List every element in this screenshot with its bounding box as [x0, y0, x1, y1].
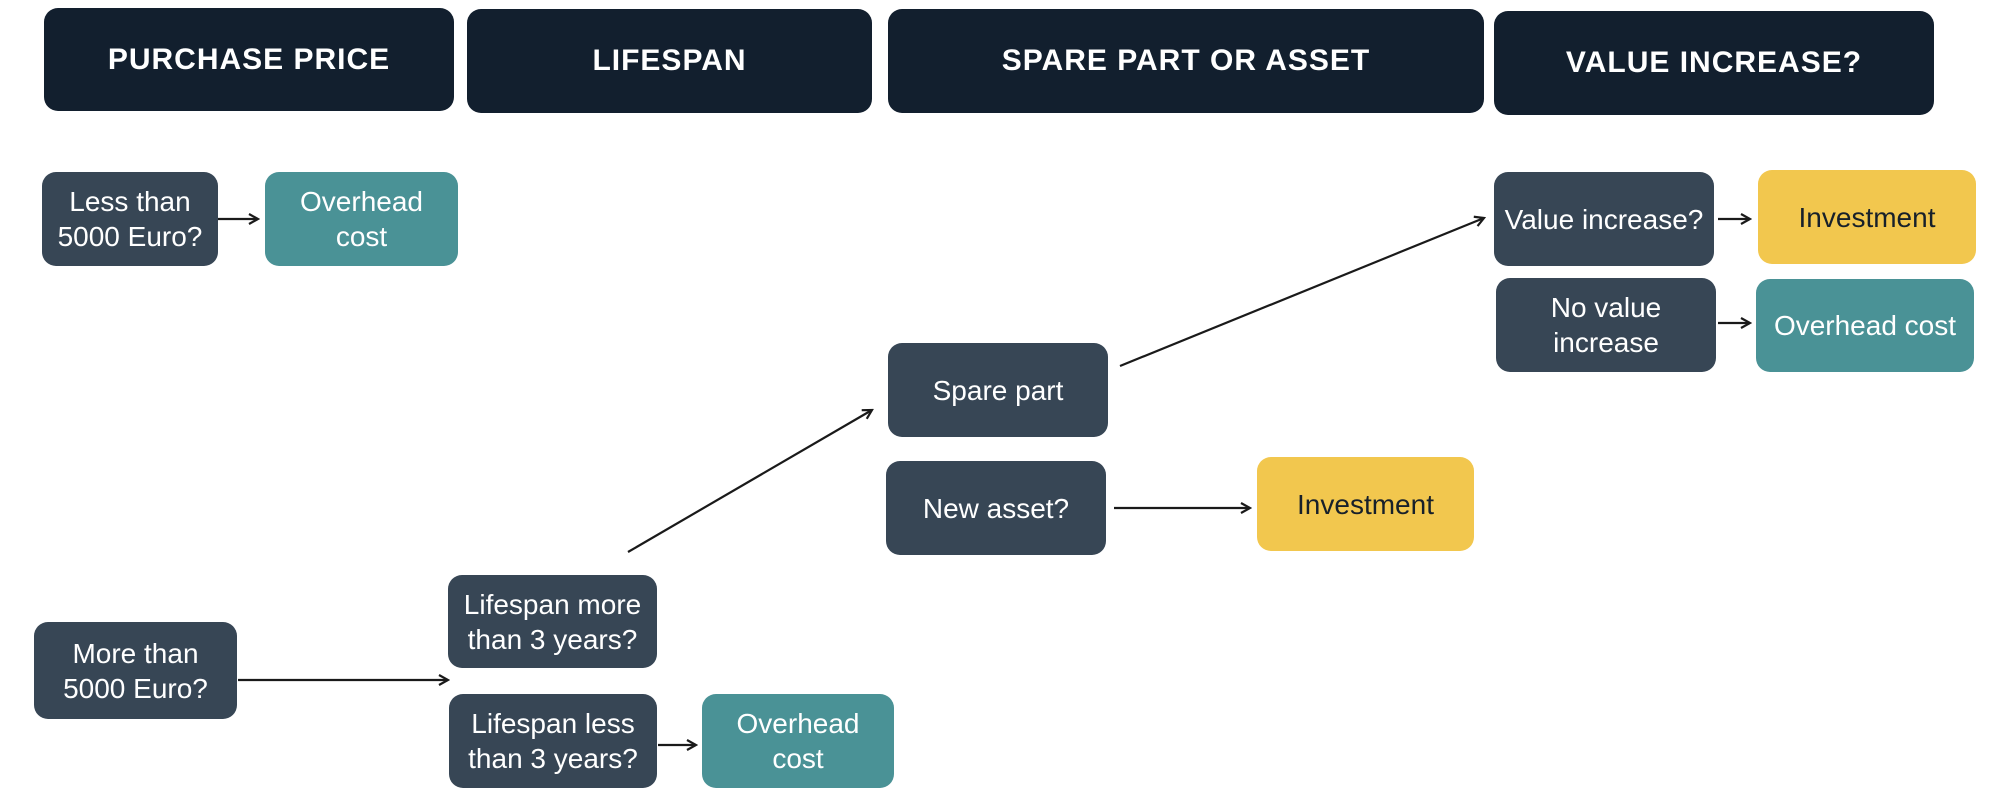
node-less-than-5000: Less than 5000 Euro? [42, 172, 218, 266]
header-value-increase-label: VALUE INCREASE? [1565, 46, 1863, 79]
arrow-spare-part-to-value-increase [1119, 218, 1484, 368]
header-spare-part-or-asset: SPARE PART OR ASSET [888, 9, 1484, 113]
node-lifespan-less-label: Lifespan less than 3 years? [468, 708, 638, 774]
node-overhead-cost-2: Overhead cost [702, 694, 894, 788]
node-no-value-increase: No value increase [1496, 278, 1716, 372]
header-spare-part-or-asset-label: SPARE PART OR ASSET [1001, 44, 1371, 77]
node-new-asset-label: New asset? [922, 492, 1070, 524]
node-lifespan-less: Lifespan less than 3 years? [449, 694, 657, 788]
node-less-than-5000-label: Less than 5000 Euro? [57, 186, 203, 252]
node-overhead-cost-3: Overhead cost [1756, 279, 1974, 372]
node-new-asset: New asset? [886, 461, 1106, 555]
arrow-lifespan-more-to-spare-part [627, 410, 872, 553]
node-investment-2-label: Investment [1798, 201, 1936, 233]
node-more-than-5000-label: More than 5000 Euro? [63, 637, 208, 704]
node-spare-part: Spare part [888, 343, 1108, 437]
node-overhead-cost-3-label: Overhead cost [1773, 310, 1957, 341]
header-lifespan: LIFESPAN [467, 9, 872, 113]
node-investment-2: Investment [1758, 170, 1976, 264]
node-spare-part-label: Spare part [932, 374, 1064, 406]
header-lifespan-label: LIFESPAN [592, 44, 747, 77]
node-value-increase-label: Value increase? [1504, 203, 1704, 235]
node-no-value-increase-label: No value increase [1550, 292, 1662, 358]
node-investment-1-label: Investment [1297, 488, 1434, 520]
node-lifespan-more: Lifespan more than 3 years? [448, 575, 657, 668]
node-more-than-5000: More than 5000 Euro? [34, 622, 237, 719]
node-overhead-cost-2-label: Overhead cost [736, 708, 860, 774]
node-lifespan-more-label: Lifespan more than 3 years? [463, 588, 642, 655]
node-overhead-cost-1-label: Overhead cost [300, 186, 423, 252]
node-investment-1: Investment [1257, 457, 1474, 551]
node-overhead-cost-1: Overhead cost [265, 172, 458, 266]
header-purchase-price-label: PURCHASE PRICE [107, 42, 391, 76]
node-value-increase: Value increase? [1494, 172, 1714, 266]
header-value-increase: VALUE INCREASE? [1494, 11, 1934, 115]
header-purchase-price: PURCHASE PRICE [44, 8, 454, 111]
